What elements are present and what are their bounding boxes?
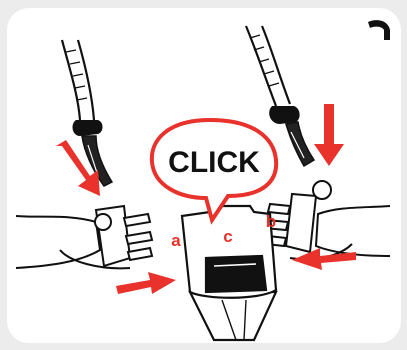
label-b: b [266, 212, 276, 231]
left-strap [62, 40, 94, 120]
label-c: c [223, 227, 232, 246]
label-a: a [171, 231, 181, 250]
click-callout: CLICK [152, 120, 276, 220]
right-strap [246, 26, 290, 106]
left-buckle-half [16, 206, 152, 268]
arrow-right-push [116, 272, 176, 294]
corner-icon [368, 20, 390, 40]
arrow-down-right [314, 104, 344, 166]
right-buckle-half [264, 181, 390, 259]
click-text: CLICK [168, 146, 260, 179]
